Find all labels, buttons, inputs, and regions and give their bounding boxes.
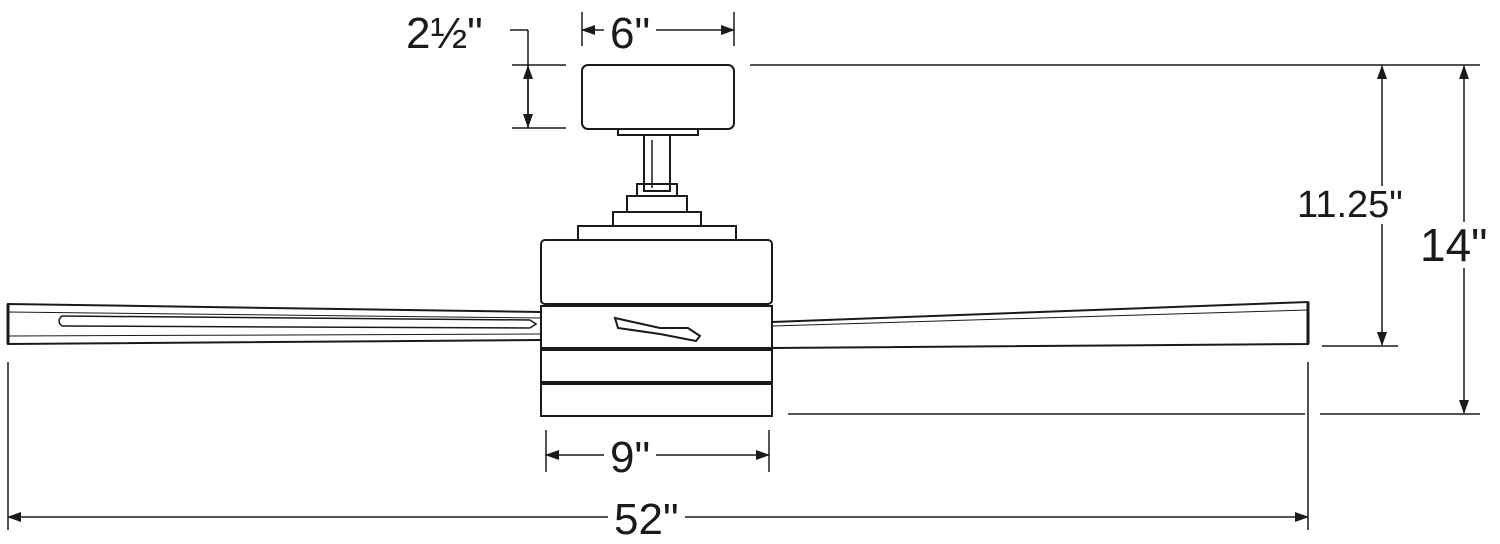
motor-width-label: 9" xyxy=(604,436,657,480)
motor-housing-upper xyxy=(540,239,773,305)
motor-cap-base xyxy=(612,211,702,227)
overall-height-label: 14" xyxy=(1418,219,1490,271)
motor-housing-band xyxy=(540,305,773,349)
canopy-width-label: 6" xyxy=(604,12,657,56)
canopy-height-label: 2½" xyxy=(404,9,485,58)
left-blade xyxy=(7,302,542,346)
motor-cap xyxy=(626,195,688,213)
downrod xyxy=(643,134,671,192)
right-blade xyxy=(771,300,1309,349)
canopy xyxy=(581,64,735,130)
blade-span-label: 52" xyxy=(608,498,685,542)
ceiling-to-blade-label: 11.25" xyxy=(1295,184,1405,226)
blade-bracket xyxy=(613,316,702,343)
motor-housing-ring xyxy=(540,349,773,383)
motor-top-ring xyxy=(577,225,737,241)
light-kit xyxy=(540,383,773,417)
